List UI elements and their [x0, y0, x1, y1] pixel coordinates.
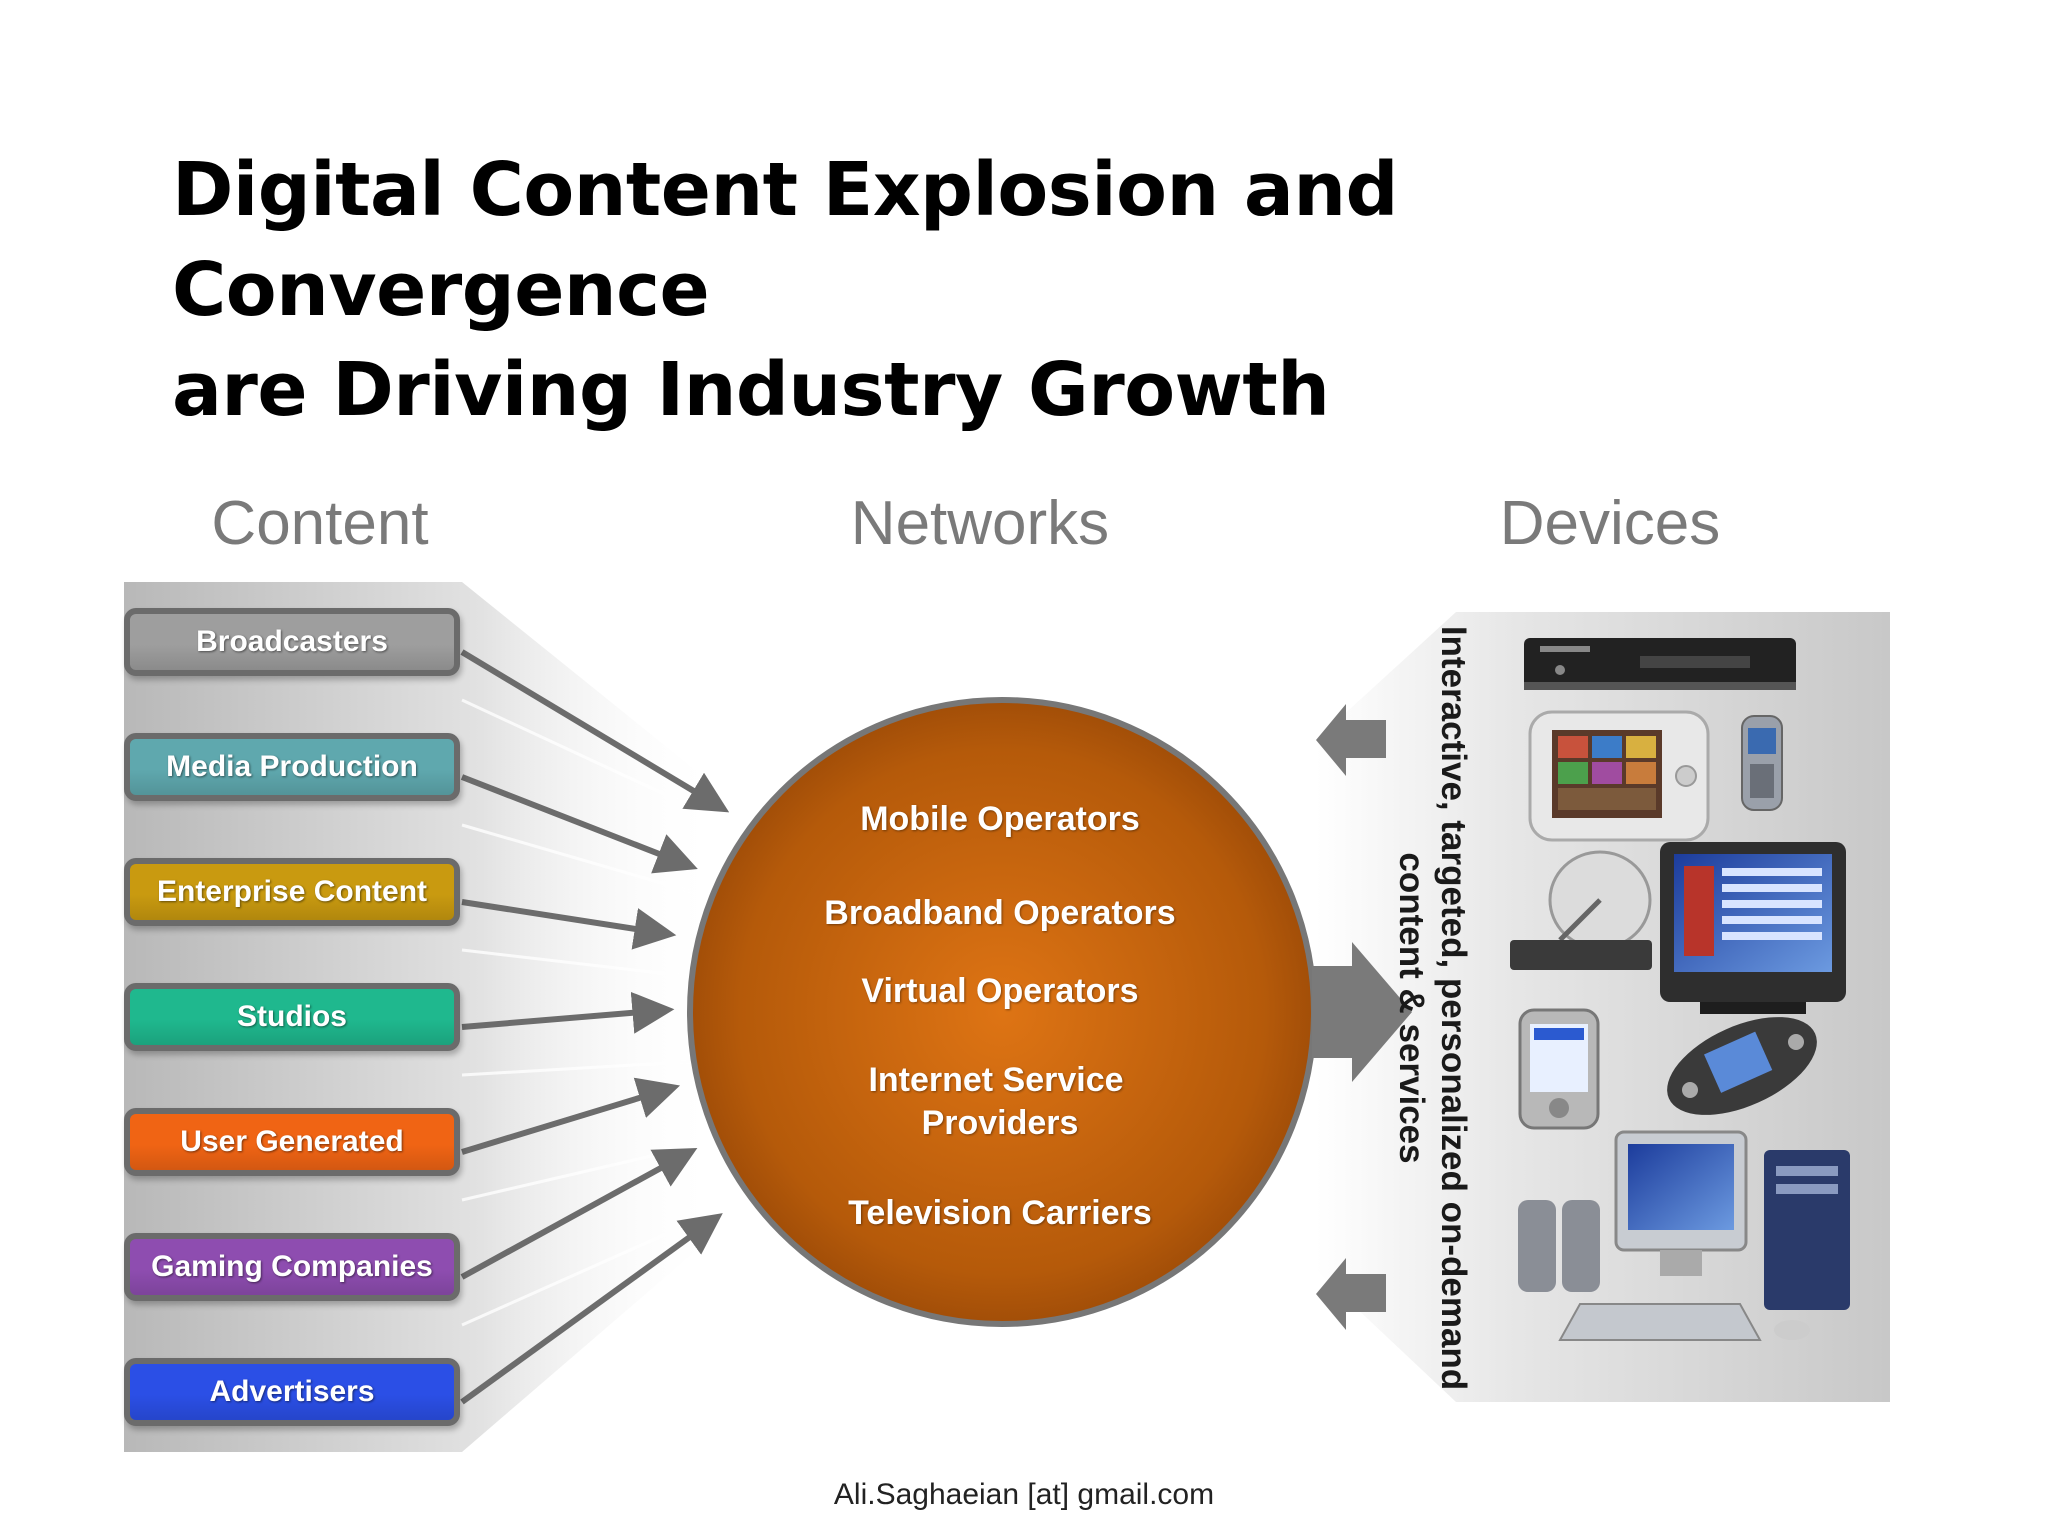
arrow-user-generated — [461, 1077, 681, 1155]
devices-caption-line-2: content & services — [1392, 852, 1431, 1164]
devices-illustration — [1510, 638, 1850, 1341]
arrow-studios — [461, 991, 675, 1034]
content-source-studios: Studios — [124, 983, 460, 1051]
content-source-advertisers: Advertisers — [124, 1358, 460, 1426]
network-internet-service-providers: Providers — [921, 1104, 1079, 1142]
arrow-advertisers — [460, 1213, 723, 1405]
content-column-heading: Content — [211, 489, 429, 558]
desktop-computer-icon — [1518, 1130, 1850, 1341]
content-source-enterprise-content: Enterprise Content — [124, 858, 460, 926]
slide-title-line-1: Digital Content Explosion and Convergenc… — [172, 147, 1399, 333]
arrow-broadcasters — [460, 649, 730, 813]
content-source-media-production: Media Production — [124, 733, 460, 801]
footer-contact: Ali.Saghaeian [at] gmail.com — [833, 1478, 1215, 1511]
arrow-media-production — [460, 774, 698, 874]
network-mobile-operators: Mobile Operators — [860, 800, 1140, 838]
network-virtual-operators: Virtual Operators — [861, 972, 1139, 1010]
handheld-game-console-icon — [1667, 1017, 1817, 1115]
devices-column-heading: Devices — [1499, 489, 1721, 558]
content-source-broadcasters: Broadcasters — [124, 608, 460, 676]
devices-caption: Interactive, targeted, personalized on-d… — [1374, 608, 1474, 1408]
big-right-arrow — [1312, 942, 1412, 1082]
portable-media-player-icon — [1528, 710, 1710, 842]
arrow-gaming-companies — [460, 1147, 698, 1280]
networks-column-heading: Networks — [850, 489, 1110, 558]
content-source-gaming-companies: Gaming Companies — [124, 1233, 460, 1301]
television-icon — [1660, 842, 1846, 1014]
content-arrows — [460, 649, 730, 1405]
bottom-left-arrow — [1316, 1258, 1386, 1330]
mobile-phone-icon — [1741, 715, 1783, 811]
satellite-dish-icon — [1510, 850, 1652, 970]
dvd-player-icon — [1524, 638, 1796, 690]
network-television-carriers: Television Carriers — [848, 1194, 1152, 1232]
network-internet-service: Internet Service — [868, 1061, 1124, 1099]
device-flow-arrows — [1312, 704, 1412, 1330]
slide-title-line-2: are Driving Industry Growth — [172, 347, 1330, 433]
top-left-arrow — [1316, 704, 1386, 776]
slide-title: Digital Content Explosion and Convergenc… — [172, 140, 1932, 440]
pda-icon — [1518, 1008, 1600, 1130]
network-broadband-operators: Broadband Operators — [824, 894, 1176, 932]
devices-caption-line-1: Interactive, targeted, personalized on-d… — [1434, 625, 1473, 1391]
content-source-user-generated: User Generated — [124, 1108, 460, 1176]
arrow-enterprise-content — [461, 899, 677, 950]
